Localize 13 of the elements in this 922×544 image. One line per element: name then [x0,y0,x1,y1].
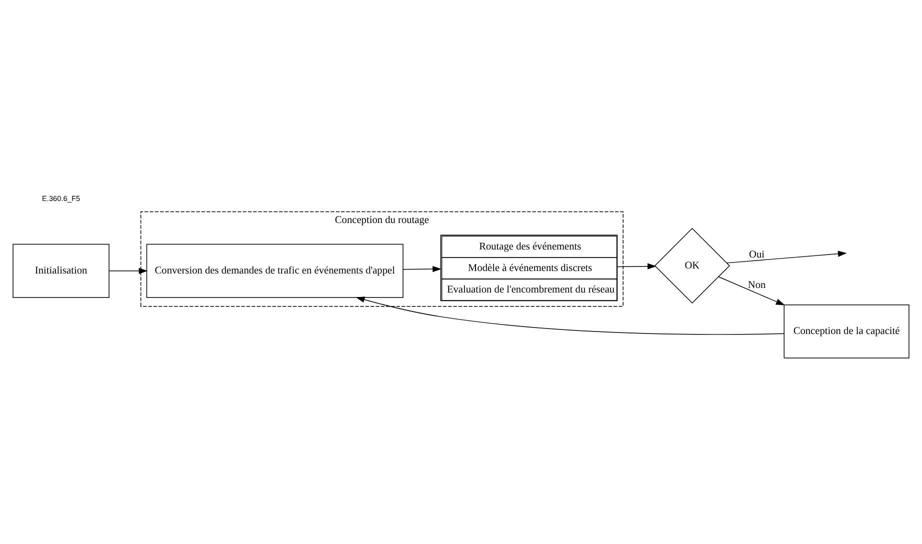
arrow [402,266,442,272]
label: E.360.6_F5 [42,194,80,204]
node-diamond: OK [654,228,730,304]
arrow [718,276,785,306]
arrow [726,250,847,264]
node-box: Conversion des demandes de trafic en événements d'appel [146,244,404,298]
edge-label: Oui [749,250,765,261]
arrow [108,268,148,274]
node-box: Conception de la capacité [784,304,910,358]
arrow [617,263,656,270]
edge-label: Non [748,280,766,292]
arrow [356,296,784,335]
node-box: Initialisation [12,244,110,298]
